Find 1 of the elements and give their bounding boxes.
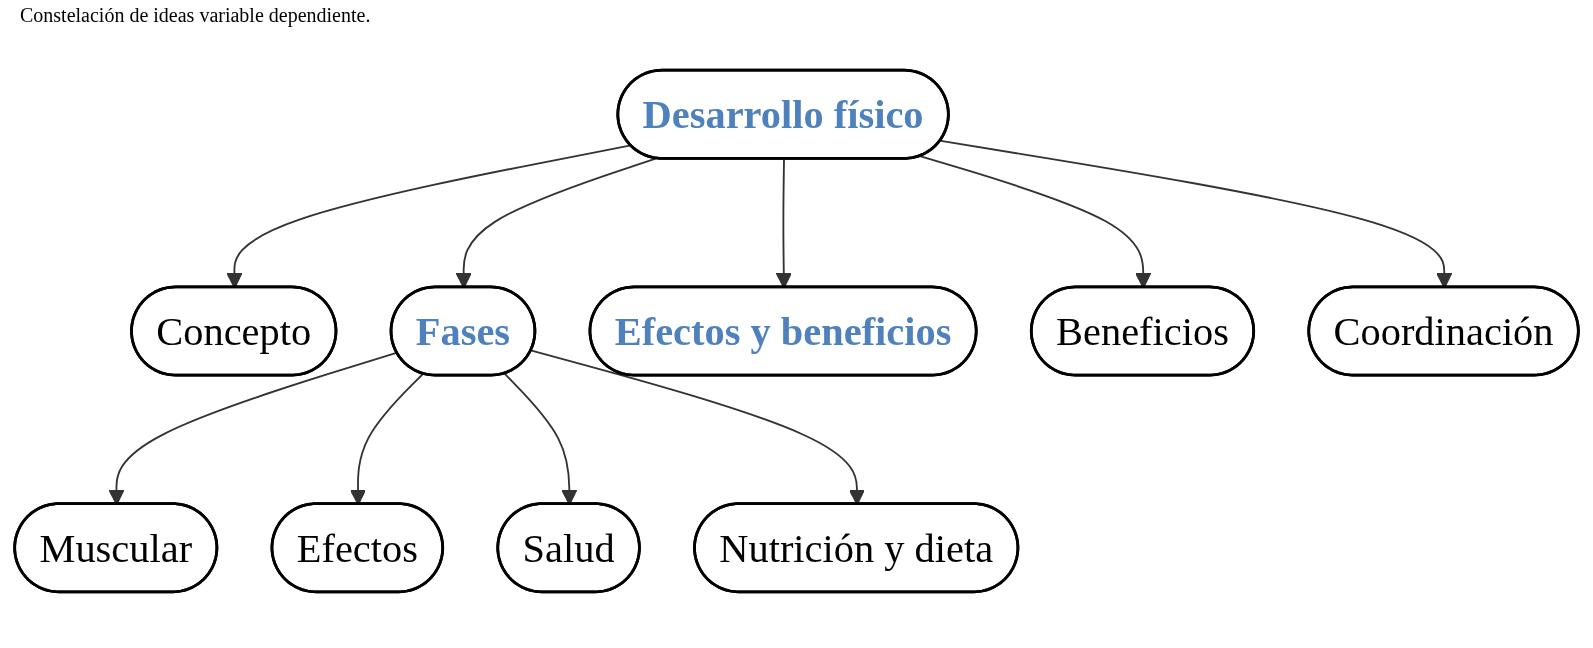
diagram-title: Constelación de ideas variable dependiente. (20, 4, 371, 27)
